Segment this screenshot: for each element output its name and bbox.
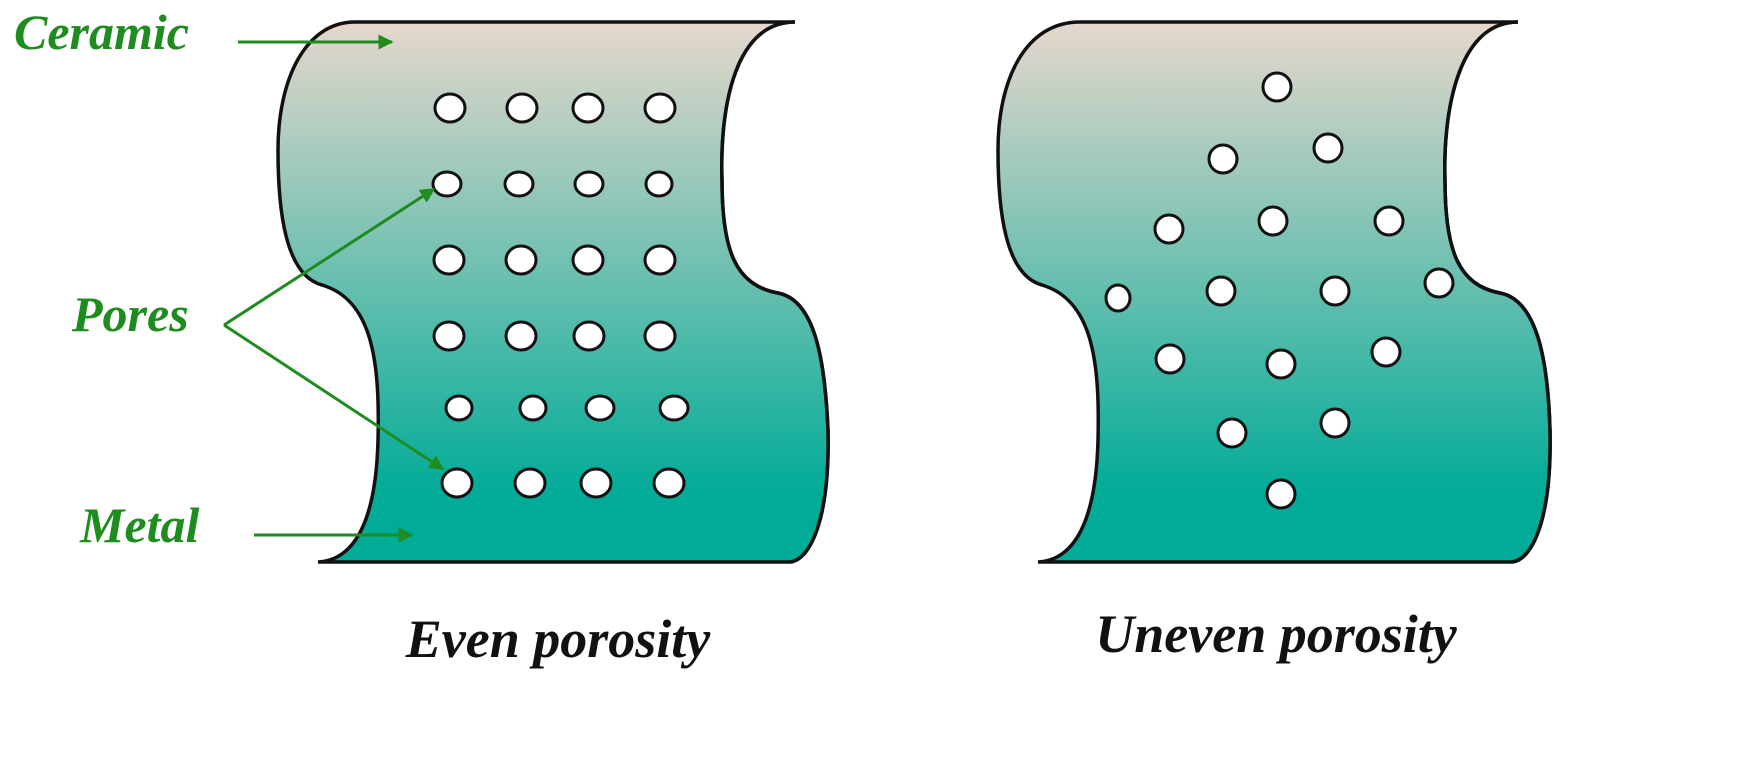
even-pore-group [431, 92, 690, 499]
even-pore [432, 244, 466, 276]
even-pore [504, 320, 538, 352]
uneven-pore [1312, 132, 1344, 164]
uneven-pore [1373, 205, 1405, 237]
even-pore [571, 92, 605, 124]
uneven-pore [1216, 417, 1248, 449]
uneven-pore [1370, 336, 1402, 368]
uneven-pore [1423, 267, 1455, 299]
even-porosity-panel: Even porosity [276, 20, 830, 669]
ceramic-label: Ceramic [14, 4, 189, 60]
uneven-pore [1104, 283, 1132, 313]
even-pore [513, 467, 547, 499]
uneven-pore [1319, 407, 1351, 439]
even-porosity-sheet-right-edge [720, 20, 830, 564]
even-pore [444, 394, 474, 422]
even-pore [433, 92, 467, 124]
uneven-pore [1261, 71, 1293, 103]
even-pore [644, 170, 674, 198]
even-pore [643, 320, 677, 352]
even-pore [431, 170, 463, 198]
even-pore [643, 92, 677, 124]
even-pore [505, 92, 539, 124]
annotations: Ceramic Pores Metal [14, 4, 445, 553]
uneven-pore [1265, 348, 1297, 380]
even-porosity-sheet [276, 20, 830, 564]
uneven-pore [1154, 343, 1186, 375]
even-pore [643, 244, 677, 276]
even-pore [504, 244, 538, 276]
uneven-pore [1207, 143, 1239, 175]
uneven-porosity-panel: Uneven porosity [996, 20, 1552, 664]
even-pore [579, 467, 613, 499]
pores-arrow-upper [223, 187, 436, 327]
uneven-porosity-sheet-right-edge [1443, 20, 1552, 564]
even-pore [584, 394, 616, 422]
even-pore [652, 467, 686, 499]
uneven-pore [1319, 275, 1351, 307]
even-pore [503, 170, 535, 198]
uneven-pore [1265, 478, 1297, 510]
uneven-pore-group [1104, 71, 1455, 510]
even-pore [432, 320, 466, 352]
uneven-pore [1205, 275, 1237, 307]
uneven-pore [1153, 213, 1185, 245]
pores-label: Pores [71, 286, 189, 342]
even-porosity-caption: Even porosity [405, 609, 712, 669]
metal-label: Metal [79, 497, 200, 553]
even-pore [571, 244, 605, 276]
even-pore [573, 170, 605, 198]
pores-arrow-lower [223, 323, 445, 471]
even-pore [440, 467, 474, 499]
even-pore [518, 394, 548, 422]
even-pore [572, 320, 606, 352]
uneven-porosity-caption: Uneven porosity [1095, 604, 1458, 664]
uneven-pore [1257, 205, 1289, 237]
even-pore [658, 394, 690, 422]
